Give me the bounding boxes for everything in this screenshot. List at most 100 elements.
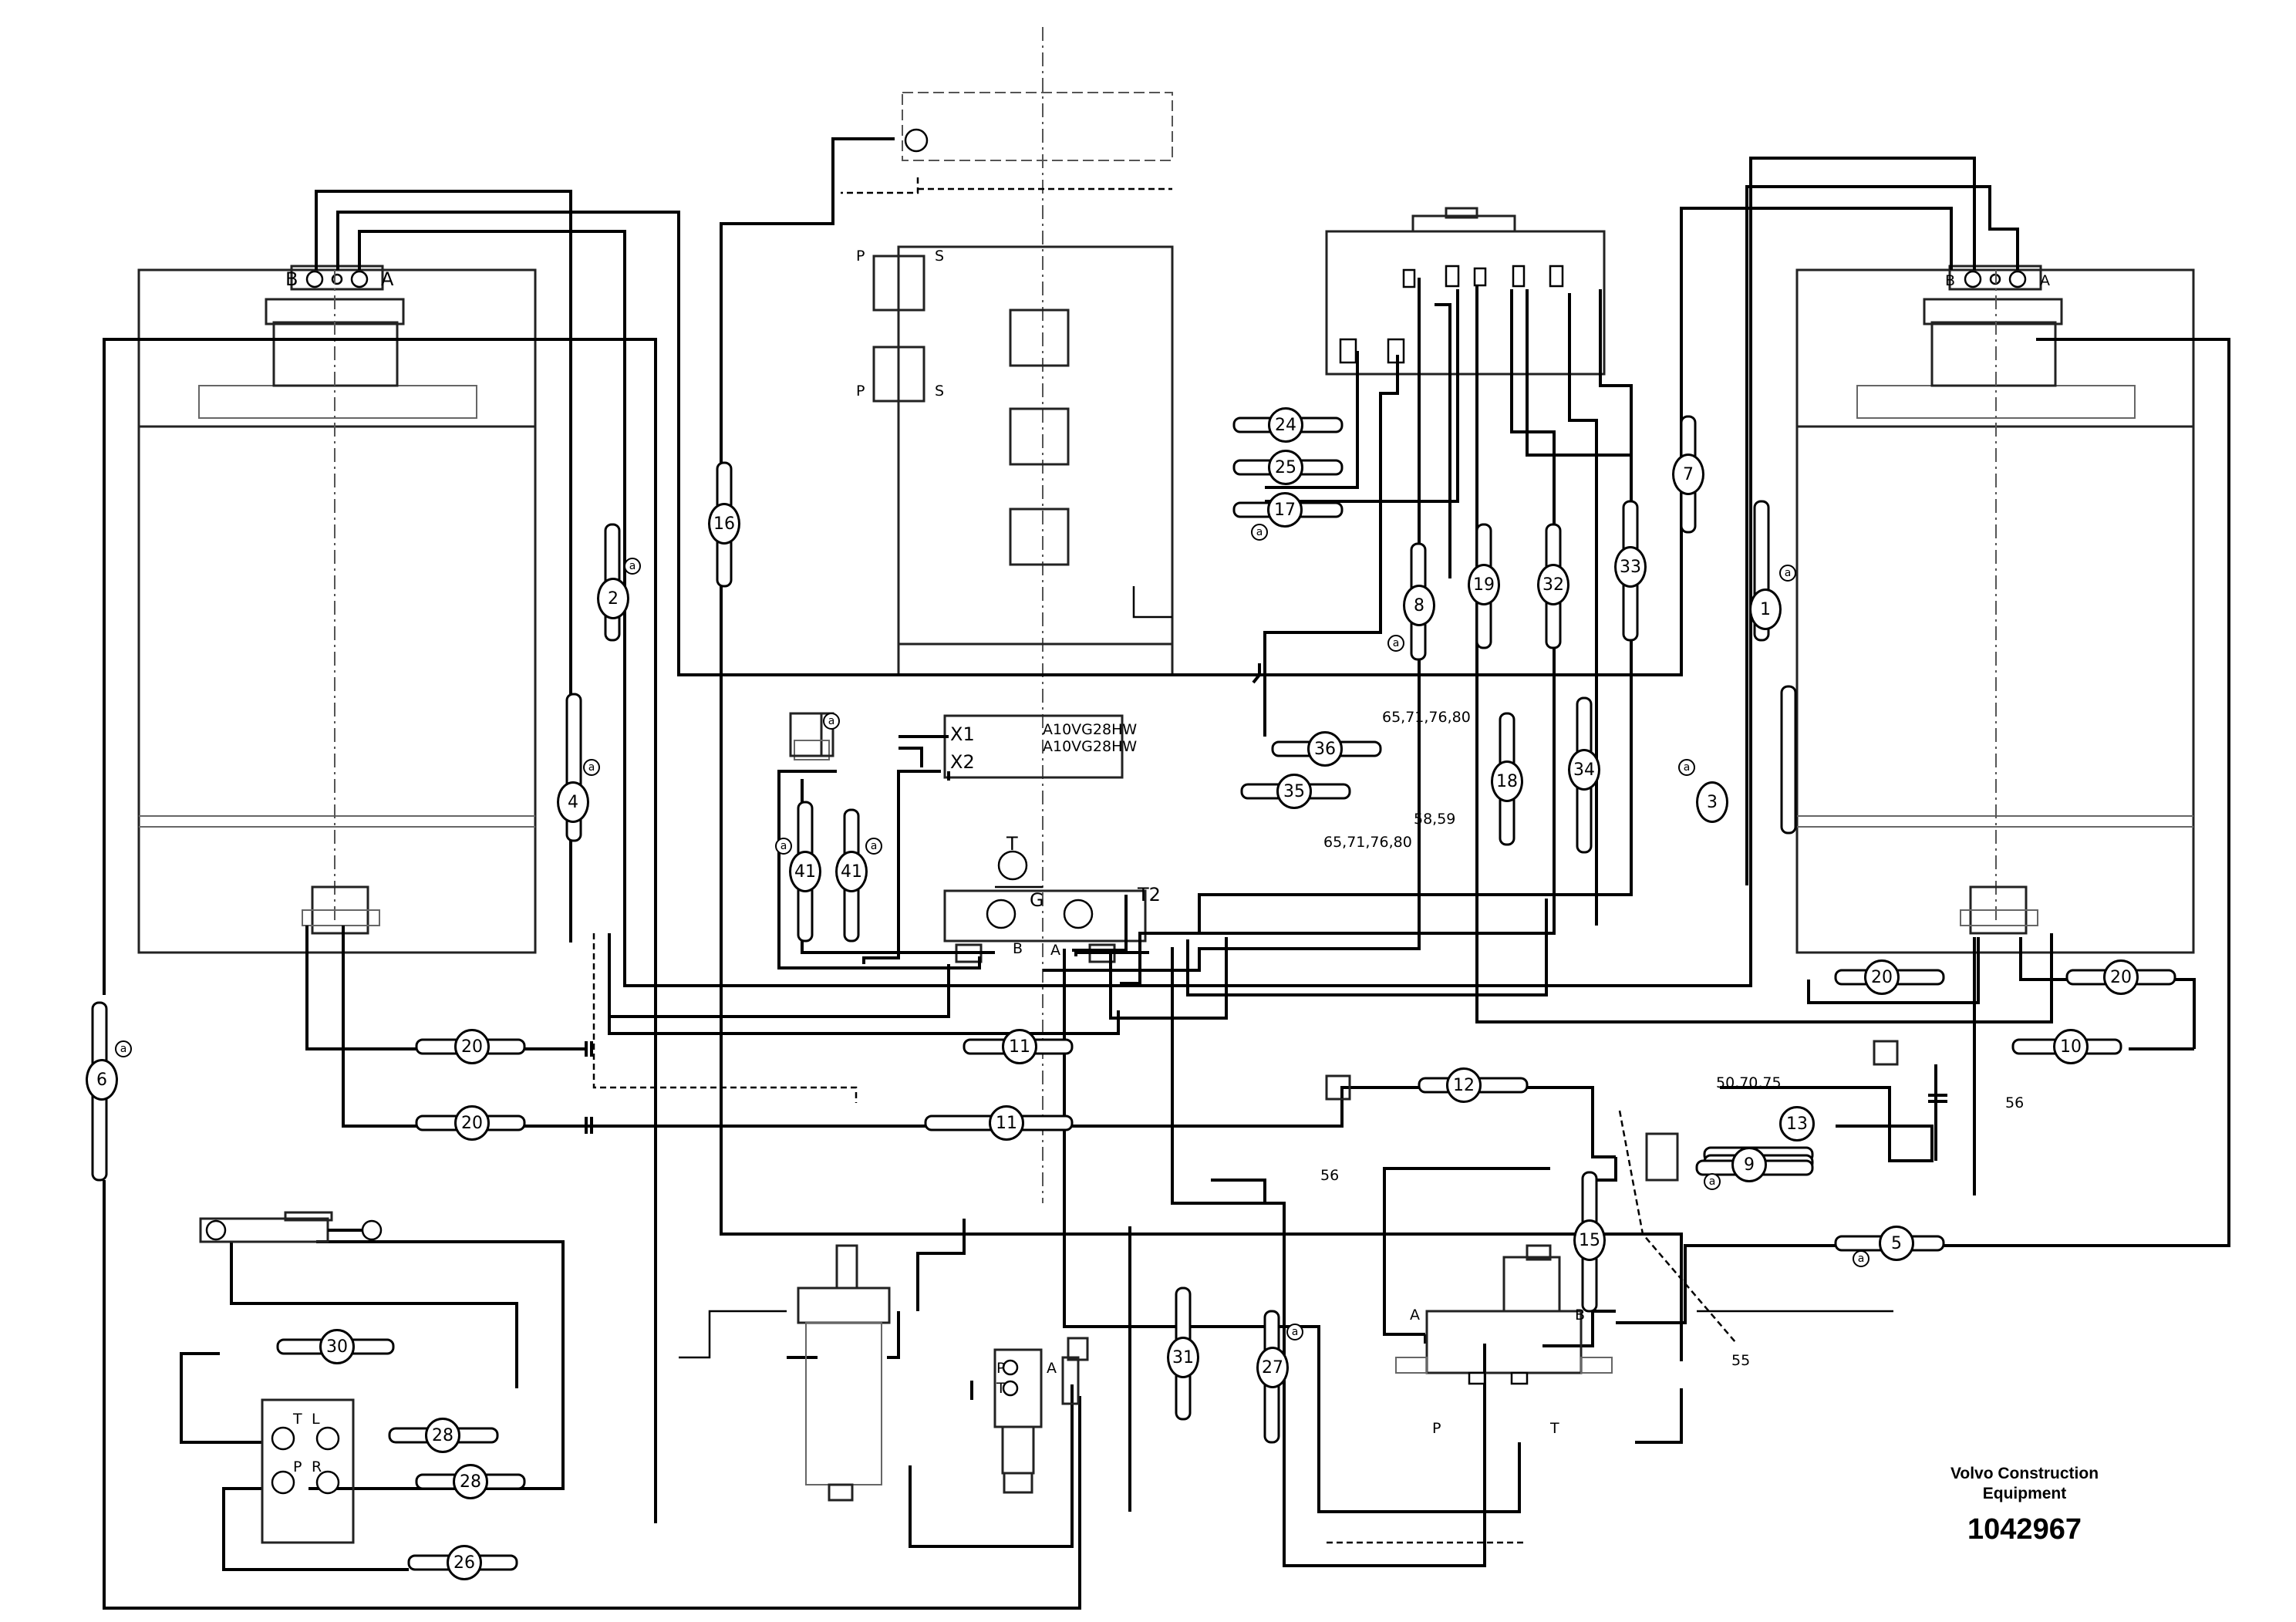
callout-tag-2: a (624, 558, 641, 575)
ref-65-71-76-80-b: 65,71,76,80 (1323, 834, 1412, 851)
callout-tag-4: a (583, 759, 600, 776)
callout-tag-5: a (1853, 1250, 1870, 1267)
port-T: T (1006, 833, 1018, 855)
part-number: 1042967 (1967, 1513, 2082, 1546)
relief-port-P: P (996, 1360, 1006, 1377)
ref-50-70-75: 50,70,75 (1716, 1074, 1782, 1091)
callout-25: 25 (1268, 450, 1303, 485)
callout-tag-17: a (1251, 524, 1268, 541)
right-port-A: A (2040, 272, 2050, 289)
valve-port-T: T (1550, 1420, 1559, 1437)
callout-12: 12 (1446, 1067, 1482, 1103)
callout-tag-41a: a (775, 838, 792, 855)
aux-lines (592, 177, 1736, 1544)
pump-port-B: B (1013, 940, 1023, 957)
callout-41b: 41 (835, 851, 868, 892)
callout-13: 13 (1779, 1106, 1815, 1141)
steering-port-T: T (293, 1411, 302, 1428)
port-P2: P (856, 383, 865, 400)
callout-tag-9: a (1704, 1173, 1721, 1190)
pump-model-1: A10VG28HW (1043, 721, 1138, 738)
steering-cylinder (199, 1211, 383, 1243)
callout-20b: 20 (454, 1105, 490, 1141)
filter (797, 1244, 891, 1502)
hydraulic-lines (103, 137, 2230, 1610)
brand-line-2: Equipment (1982, 1485, 2067, 1502)
callout-27: 27 (1256, 1347, 1289, 1388)
callout-tag-6: a (115, 1040, 132, 1057)
valve-port-P: P (1432, 1420, 1441, 1437)
callout-4: 4 (557, 781, 589, 823)
callout-6: 6 (86, 1059, 118, 1101)
callout-30: 30 (319, 1329, 355, 1364)
callout-28a: 28 (425, 1418, 460, 1453)
port-S1: S (935, 248, 945, 265)
steering-unit (261, 1398, 355, 1544)
callout-tag-41-solenoid: a (823, 713, 840, 730)
callout-7: 7 (1672, 454, 1704, 495)
callout-8: 8 (1403, 585, 1435, 626)
callout-tag-27: a (1286, 1324, 1303, 1340)
valve-port-B: B (1575, 1307, 1586, 1324)
callout-24: 24 (1268, 407, 1303, 443)
callout-17: 17 (1267, 492, 1303, 528)
port-P1: P (856, 248, 865, 265)
left-port-B: B (285, 268, 298, 290)
callout-15: 15 (1573, 1219, 1606, 1261)
callout-5: 5 (1879, 1226, 1914, 1261)
callout-36: 36 (1307, 731, 1343, 767)
callout-20c: 20 (1864, 959, 1900, 995)
pump-model-2: A10VG28HW (1043, 738, 1138, 755)
valve-port-A: A (1410, 1307, 1420, 1324)
callout-3: 3 (1696, 781, 1728, 823)
callout-20d: 20 (2103, 959, 2139, 995)
callout-26: 26 (447, 1545, 482, 1580)
brand-line-1: Volvo Construction (1950, 1465, 2099, 1482)
callout-35: 35 (1276, 774, 1312, 809)
valve-block (993, 1337, 1089, 1494)
control-panel (1325, 207, 1606, 376)
callout-41a: 41 (789, 851, 821, 892)
steering-port-R: R (312, 1458, 322, 1475)
callout-9: 9 (1731, 1147, 1767, 1182)
steering-port-L: L (312, 1411, 320, 1428)
callout-tag-1: a (1779, 565, 1796, 582)
right-drum-assembly (1795, 265, 2195, 954)
callout-11b: 11 (989, 1105, 1024, 1141)
ref-65-71-76-80-a: 65,71,76,80 (1382, 709, 1471, 726)
callout-18: 18 (1491, 760, 1523, 802)
callout-16: 16 (708, 503, 740, 545)
port-X2: X2 (950, 751, 975, 773)
left-port-A: A (381, 268, 394, 290)
callout-tag-8: a (1387, 635, 1404, 652)
right-port-B: B (1945, 272, 1956, 289)
relief-port-T: T (996, 1380, 1006, 1397)
port-T2: T2 (1138, 884, 1161, 905)
port-G: G (1030, 889, 1044, 911)
callout-31: 31 (1167, 1337, 1199, 1378)
steering-port-P: P (293, 1458, 302, 1475)
left-drum-assembly (137, 265, 537, 954)
callout-tag-41b: a (865, 838, 882, 855)
port-X1: X1 (950, 723, 975, 745)
callout-28b: 28 (453, 1464, 488, 1499)
ref-55: 55 (1731, 1352, 1751, 1369)
callout-tag-3: a (1678, 759, 1695, 776)
directional-valve (1395, 1244, 1613, 1385)
relief-port-A: A (1047, 1360, 1057, 1377)
callout-1: 1 (1749, 588, 1782, 630)
callout-32: 32 (1537, 564, 1569, 605)
ref-56-right: 56 (2005, 1094, 2025, 1111)
callout-10: 10 (2053, 1029, 2089, 1064)
ref-56-left: 56 (1320, 1167, 1340, 1184)
port-S2: S (935, 383, 945, 400)
callout-20a: 20 (454, 1029, 490, 1064)
ref-58-59: 58,59 (1414, 811, 1456, 828)
callout-33: 33 (1614, 546, 1647, 588)
engine-block (872, 245, 1174, 963)
callout-19: 19 (1468, 564, 1500, 605)
thin-lines (679, 586, 1893, 1359)
callout-11a: 11 (1002, 1029, 1037, 1064)
pump-port-A: A (1050, 942, 1060, 959)
